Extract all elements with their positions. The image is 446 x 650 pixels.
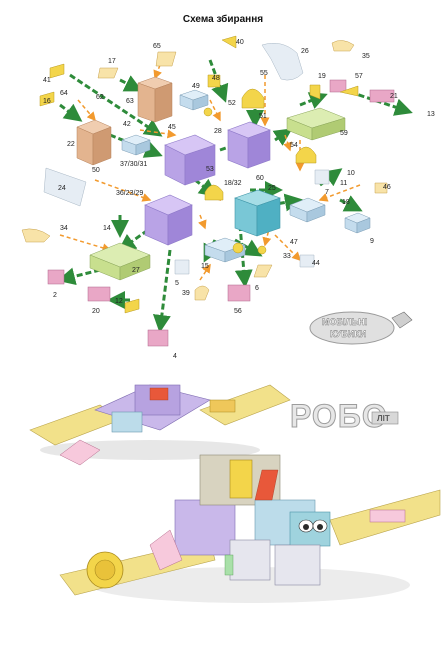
diagram-title: Схема збирання [182, 14, 264, 25]
robot-model-bottom [59, 454, 441, 603]
label-49: 49 [192, 83, 200, 90]
label-47: 47 [290, 239, 298, 246]
block-42 [121, 134, 151, 156]
label-44: 44 [312, 260, 320, 267]
robot-model-top [29, 384, 291, 466]
label-28: 28 [214, 128, 222, 135]
pink-blocks [47, 79, 395, 347]
block-22 [76, 119, 112, 166]
label-46: 46 [383, 184, 391, 191]
label-11: 11 [340, 180, 347, 187]
label-35: 35 [362, 53, 370, 60]
light-parts [43, 43, 330, 275]
mobile-cubes-logo: МОБІЛЬНІ КУБИКИ [309, 311, 413, 345]
label-21: 21 [390, 93, 398, 100]
block-27 [89, 242, 151, 281]
label-34: 34 [60, 225, 68, 232]
label-65: 65 [153, 43, 161, 50]
brand-suffix-plate [371, 411, 399, 425]
label-52: 52 [228, 100, 236, 107]
label-36-23-29: 36/23/29 [116, 190, 143, 197]
label-53: 53 [206, 166, 214, 173]
central-cube-37-30-31 [164, 134, 216, 186]
label-4: 4 [173, 353, 177, 360]
part-labels: 65 40 26 35 17 49 48 55 41 63 57 19 64 1… [43, 39, 435, 360]
label-9: 9 [370, 238, 374, 245]
label-22: 22 [67, 141, 75, 148]
brand-name: РОБО [290, 398, 388, 434]
label-55: 55 [260, 70, 268, 77]
label-40: 40 [236, 39, 244, 46]
label-15: 15 [201, 263, 209, 270]
label-16: 16 [43, 98, 51, 105]
label-14: 14 [103, 225, 111, 232]
label-51: 51 [259, 113, 267, 120]
brand-suffix: ЛІТ [377, 414, 390, 423]
label-42: 42 [123, 121, 131, 128]
label-2: 2 [53, 292, 57, 299]
label-48: 48 [212, 75, 220, 82]
label-56: 56 [234, 308, 242, 315]
block-49 [179, 89, 209, 111]
label-7: 7 [325, 189, 329, 196]
label-39: 39 [182, 290, 190, 297]
label-6: 6 [255, 285, 259, 292]
label-18-32: 18/32 [224, 180, 242, 187]
label-18: 18 [342, 199, 350, 206]
label-27: 27 [132, 267, 140, 274]
central-cube-36-23-29 [144, 194, 193, 246]
brand-logo: РОБО ЛІТ [290, 398, 399, 435]
label-25: 25 [268, 185, 276, 192]
label-54: 54 [290, 142, 298, 149]
label-59: 59 [340, 130, 348, 137]
label-13: 13 [427, 111, 435, 118]
label-12: 12 [115, 298, 123, 305]
label-41: 41 [43, 77, 51, 84]
label-64: 64 [60, 90, 68, 97]
label-62: 62 [96, 94, 104, 101]
logo-line2: КУБИКИ [330, 329, 366, 339]
label-10: 10 [347, 170, 355, 177]
cream-parts [21, 40, 388, 301]
central-cube-25 [234, 189, 281, 237]
logo-line1: МОБІЛЬНІ [322, 317, 367, 327]
label-19: 19 [318, 73, 326, 80]
block-9 [344, 212, 371, 234]
label-17: 17 [108, 58, 116, 65]
label-60: 60 [256, 175, 264, 182]
label-20: 20 [92, 308, 100, 315]
logo-cube-icon [391, 311, 413, 329]
label-45: 45 [168, 124, 176, 131]
label-50: 50 [92, 167, 100, 174]
block-63 [137, 76, 173, 123]
label-57: 57 [355, 73, 363, 80]
yellow-parts [39, 35, 359, 314]
block-18 [289, 197, 326, 223]
label-37-30-31: 37/30/31 [120, 161, 147, 168]
label-63: 63 [126, 98, 134, 105]
label-5: 5 [175, 280, 179, 287]
label-33: 33 [283, 253, 291, 260]
block-59 [286, 107, 346, 141]
label-24: 24 [58, 185, 66, 192]
central-cube-51 [227, 121, 271, 169]
label-26: 26 [301, 48, 309, 55]
